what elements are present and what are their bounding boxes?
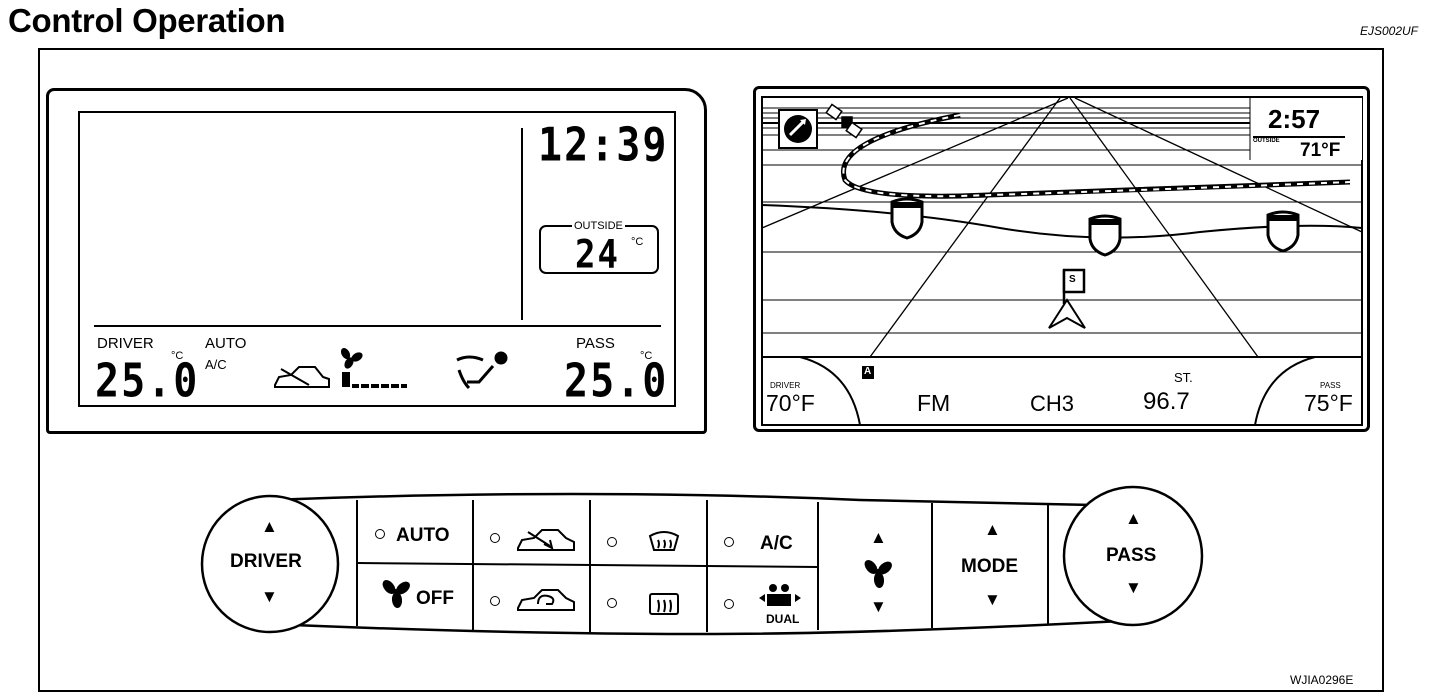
- highway-shield-2: [1088, 214, 1122, 257]
- lcd-driver-unit: °C: [171, 350, 184, 362]
- lcd-driver-temp: 25.0: [95, 355, 200, 408]
- nav-driver-label: DRIVER: [770, 381, 801, 390]
- nav-channel: CH3: [1030, 391, 1075, 416]
- page-title: Control Operation: [8, 2, 286, 39]
- lcd-driver-label: DRIVER: [97, 335, 154, 352]
- climate-lcd-bezel: [46, 88, 707, 434]
- driver-temp-up-button[interactable]: ▲: [261, 517, 278, 536]
- nav-outside-temp: 71°F: [1300, 140, 1341, 161]
- driver-temp-down-button[interactable]: ▼: [261, 587, 278, 606]
- ac-indicator: [724, 537, 734, 547]
- figure-id: WJIA0296E: [1290, 673, 1354, 687]
- off-button[interactable]: OFF: [416, 588, 454, 609]
- fresh-air-button[interactable]: [515, 525, 577, 555]
- rear-defrost-button[interactable]: [647, 591, 681, 617]
- nav-pass-temp: 75°F: [1304, 390, 1353, 416]
- recirculation-button[interactable]: [515, 586, 577, 616]
- pass-knob: [1062, 485, 1204, 627]
- lcd-pass-unit: °C: [640, 350, 653, 362]
- ac-button[interactable]: A/C: [760, 533, 793, 554]
- gps-satellite-icon: [825, 103, 863, 139]
- fan-speed-down-button[interactable]: ▼: [870, 597, 887, 616]
- dual-button[interactable]: DUAL: [766, 612, 800, 626]
- pass-temp-up-button[interactable]: ▲: [1125, 509, 1142, 528]
- nav-s-marker: S: [1069, 274, 1076, 285]
- recirculation-indicator: [490, 596, 500, 606]
- figure-frame: [38, 48, 1384, 692]
- lcd-ac-label: A/C: [205, 357, 227, 372]
- nav-display-screen: [761, 96, 1363, 426]
- reference-code: EJS002UF: [1359, 24, 1418, 38]
- auto-indicator: [375, 529, 385, 539]
- nav-outside-label: OUTSIDE: [1253, 138, 1280, 144]
- highway-shield-3: [1266, 210, 1300, 253]
- nav-band: FM: [917, 390, 951, 416]
- pass-temp-down-button[interactable]: ▼: [1125, 578, 1142, 597]
- lcd-clock: 12:39: [538, 119, 669, 172]
- mode-up-button[interactable]: ▲: [984, 520, 1001, 539]
- mode-button[interactable]: MODE: [961, 556, 1018, 577]
- nav-a-marker: A: [864, 366, 872, 377]
- lcd-outside-label: OUTSIDE: [572, 220, 625, 232]
- front-defrost-button[interactable]: [647, 528, 681, 554]
- lcd-outside-unit: °C: [631, 236, 644, 248]
- mode-down-button[interactable]: ▼: [984, 590, 1001, 609]
- fan-speed-up-button[interactable]: ▲: [870, 528, 887, 547]
- climate-lcd-screen: [78, 111, 676, 407]
- dual-indicator: [724, 599, 734, 609]
- front-defrost-indicator: [607, 537, 617, 547]
- nav-driver-temp: 70°F: [766, 390, 815, 416]
- fan-icon: [340, 347, 363, 369]
- fresh-air-indicator: [490, 533, 500, 543]
- nav-frequency: 96.7: [1143, 388, 1190, 415]
- rear-defrost-indicator: [607, 598, 617, 608]
- lcd-pass-temp: 25.0: [564, 355, 669, 408]
- fan-off-icon: [383, 580, 409, 606]
- pass-button[interactable]: PASS: [1106, 545, 1157, 566]
- destination-flag: [1062, 268, 1086, 304]
- driver-button[interactable]: DRIVER: [230, 551, 302, 572]
- nav-pass-label: PASS: [1320, 381, 1341, 390]
- driver-knob: [200, 494, 340, 634]
- nav-stereo-label: ST.: [1174, 370, 1193, 385]
- vent-face-icon: [456, 351, 508, 390]
- lcd-pass-label: PASS: [576, 335, 615, 352]
- lcd-outside-temp: 24: [575, 232, 620, 278]
- auto-button[interactable]: AUTO: [396, 525, 450, 546]
- highway-shield-1: [890, 197, 924, 240]
- fresh-air-icon: [274, 366, 330, 388]
- nav-display-bezel: [753, 86, 1370, 432]
- nav-clock: 2:57: [1268, 104, 1321, 134]
- lcd-auto-label: AUTO: [205, 335, 247, 352]
- vehicle-position-arrow: [1048, 298, 1086, 329]
